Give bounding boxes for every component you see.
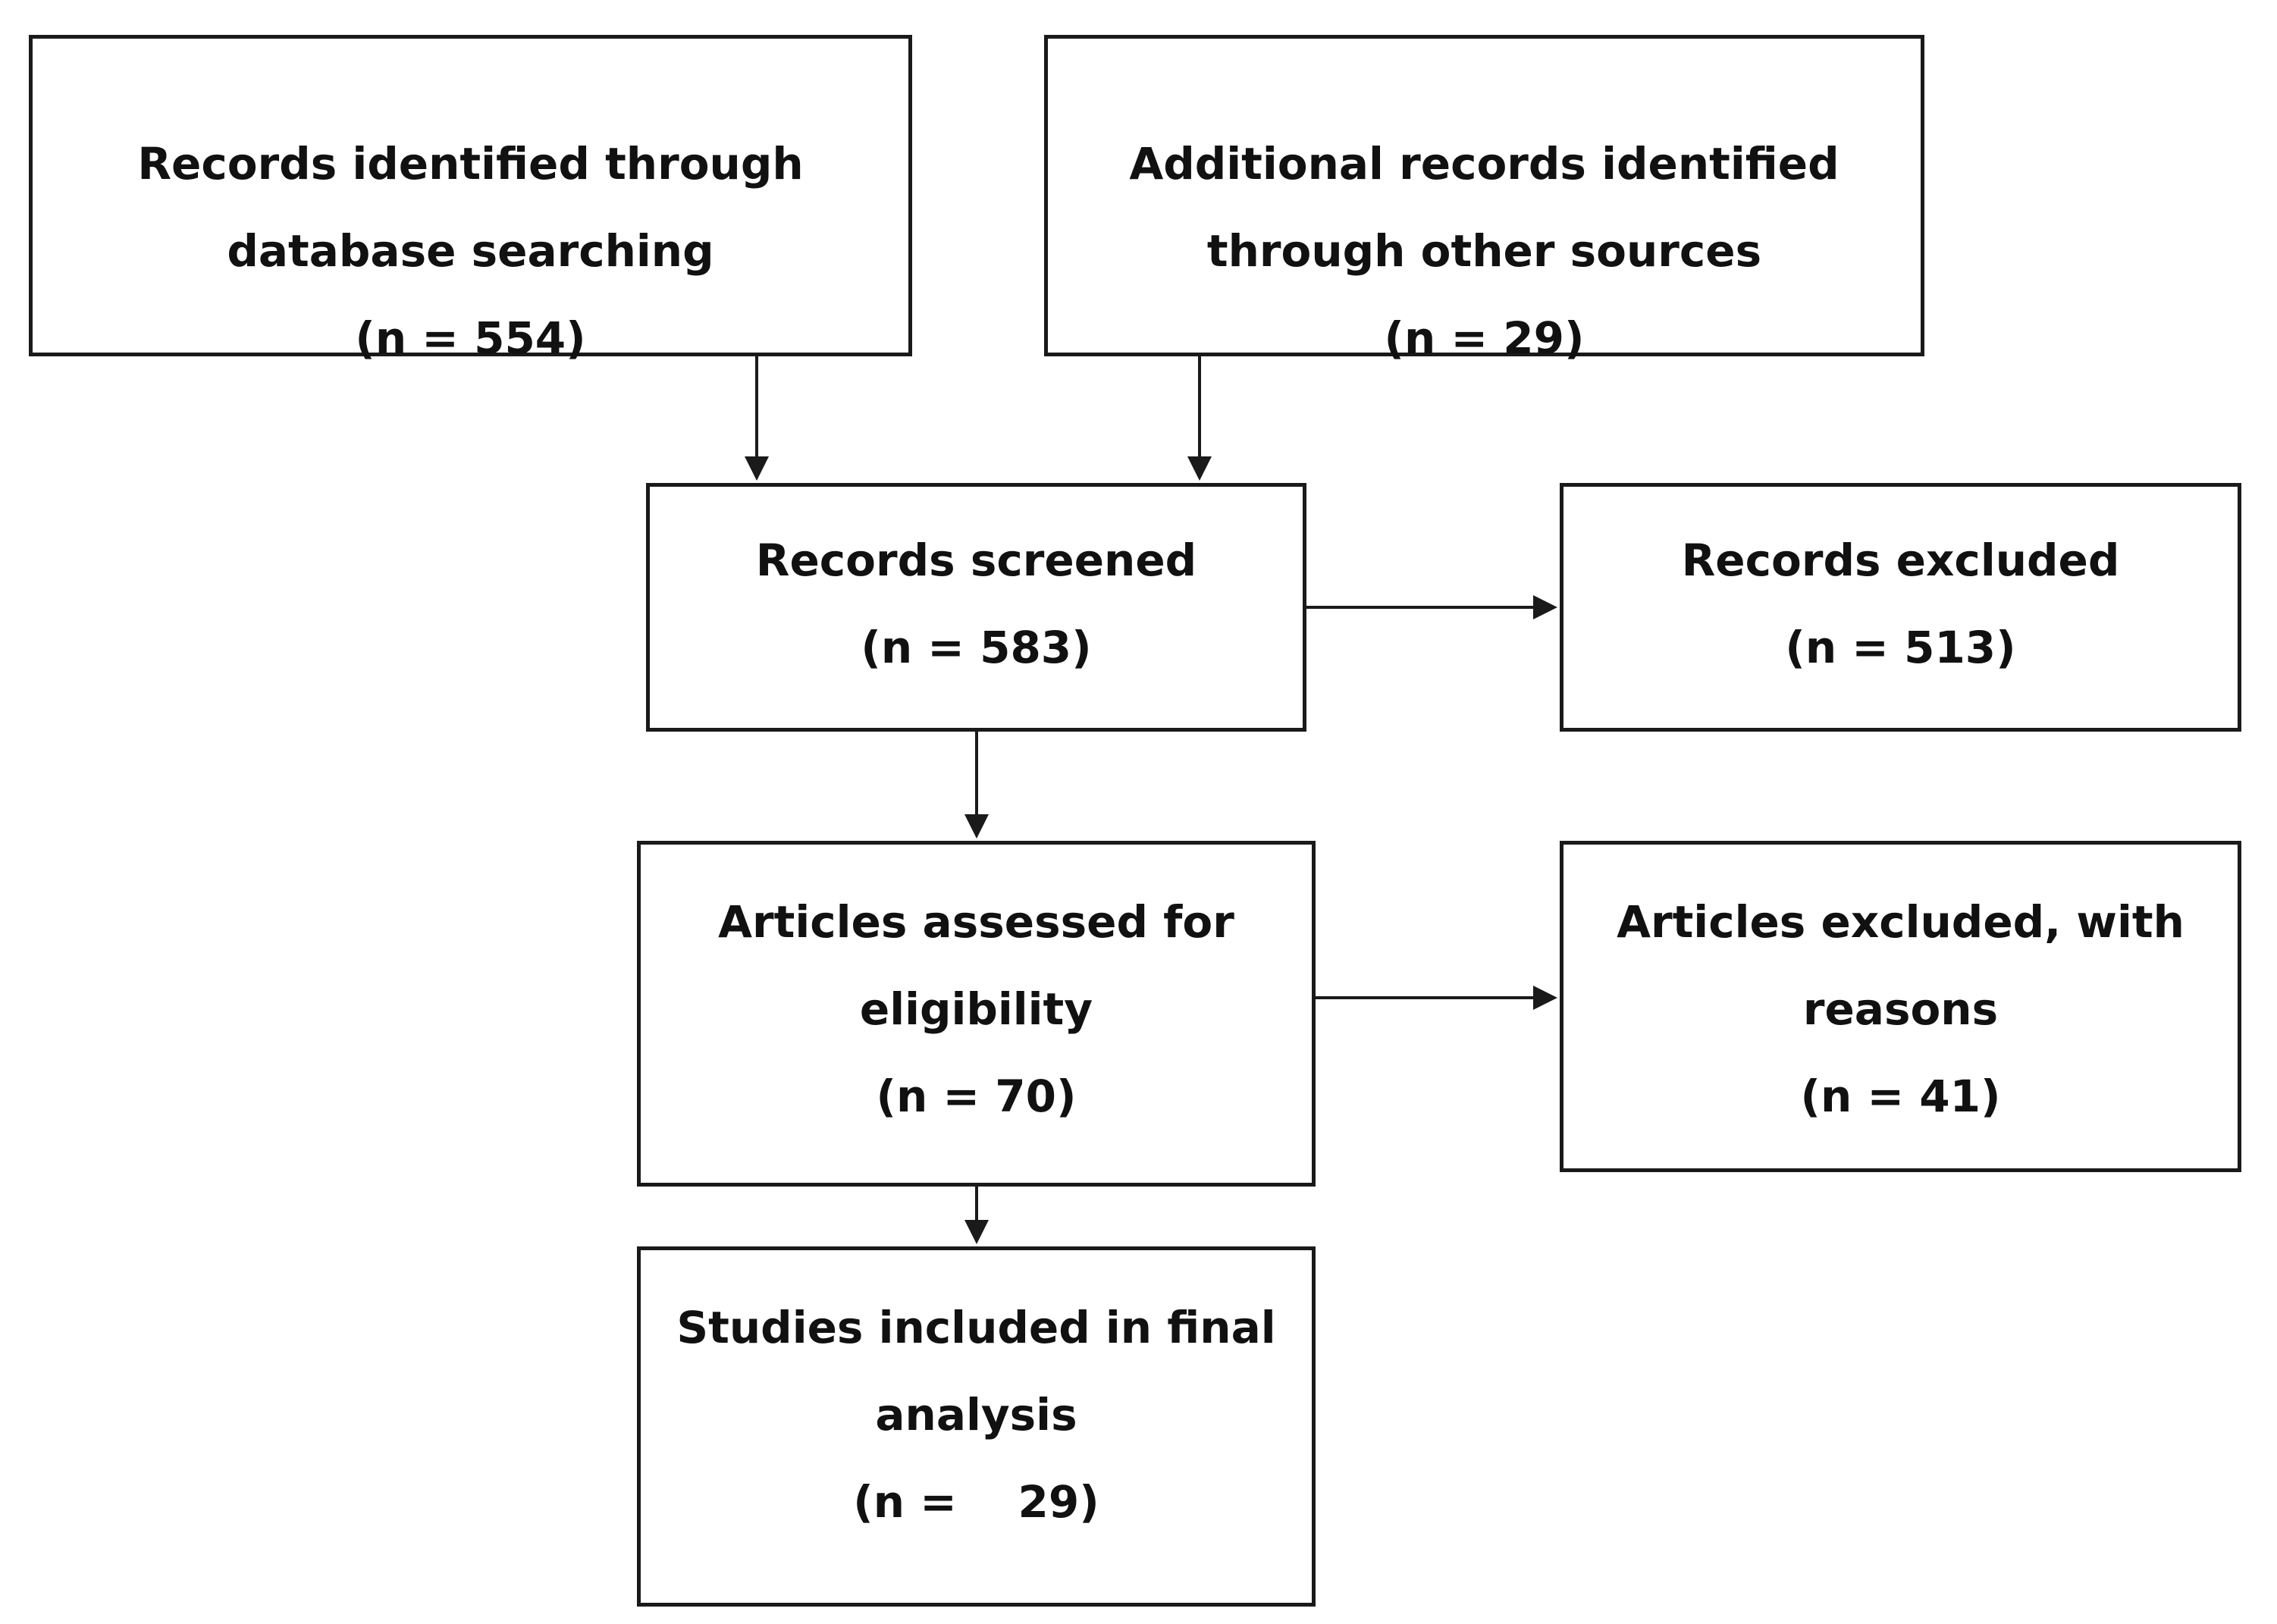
studies-included-line2: analysis <box>875 1389 1077 1441</box>
articles-excluded-count: (n = 41) <box>1800 1071 2001 1122</box>
records-screened-count: (n = 583) <box>861 622 1092 673</box>
articles-excluded-line2: reasons <box>1802 983 1999 1035</box>
studies-included-line1: Studies included in final <box>676 1302 1276 1353</box>
records-screened-box: Records screened (n = 583) <box>646 483 1306 732</box>
articles-excluded-box: Articles excluded, with reasons (n = 41) <box>1560 841 2241 1172</box>
articles-assessed-box: Articles assessed for eligibility (n = 7… <box>637 841 1316 1187</box>
articles-excluded-line1: Articles excluded, with <box>1617 896 2184 948</box>
records-database-line1: Records identified through <box>137 138 804 190</box>
records-excluded-label: Records excluded <box>1681 535 2120 586</box>
articles-assessed-line1: Articles assessed for <box>718 896 1234 948</box>
records-screened-label: Records screened <box>755 535 1197 586</box>
records-database-line2: database searching <box>227 225 714 277</box>
records-database-box: Records identified through database sear… <box>29 35 912 364</box>
additional-records-box: Additional records identified through ot… <box>1044 35 1924 364</box>
records-excluded-count: (n = 513) <box>1785 622 2016 673</box>
studies-included-box: Studies included in final analysis (n = … <box>637 1246 1316 1607</box>
studies-included-count: (n = 29) <box>853 1476 1099 1528</box>
additional-records-line2: through other sources <box>1206 225 1762 277</box>
articles-assessed-line2: eligibility <box>859 983 1093 1035</box>
records-excluded-box: Records excluded (n = 513) <box>1560 483 2241 732</box>
additional-records-count: (n = 29) <box>1384 312 1585 364</box>
records-database-count: (n = 554) <box>355 312 586 364</box>
articles-assessed-count: (n = 70) <box>876 1071 1077 1122</box>
additional-records-line1: Additional records identified <box>1129 138 1839 190</box>
